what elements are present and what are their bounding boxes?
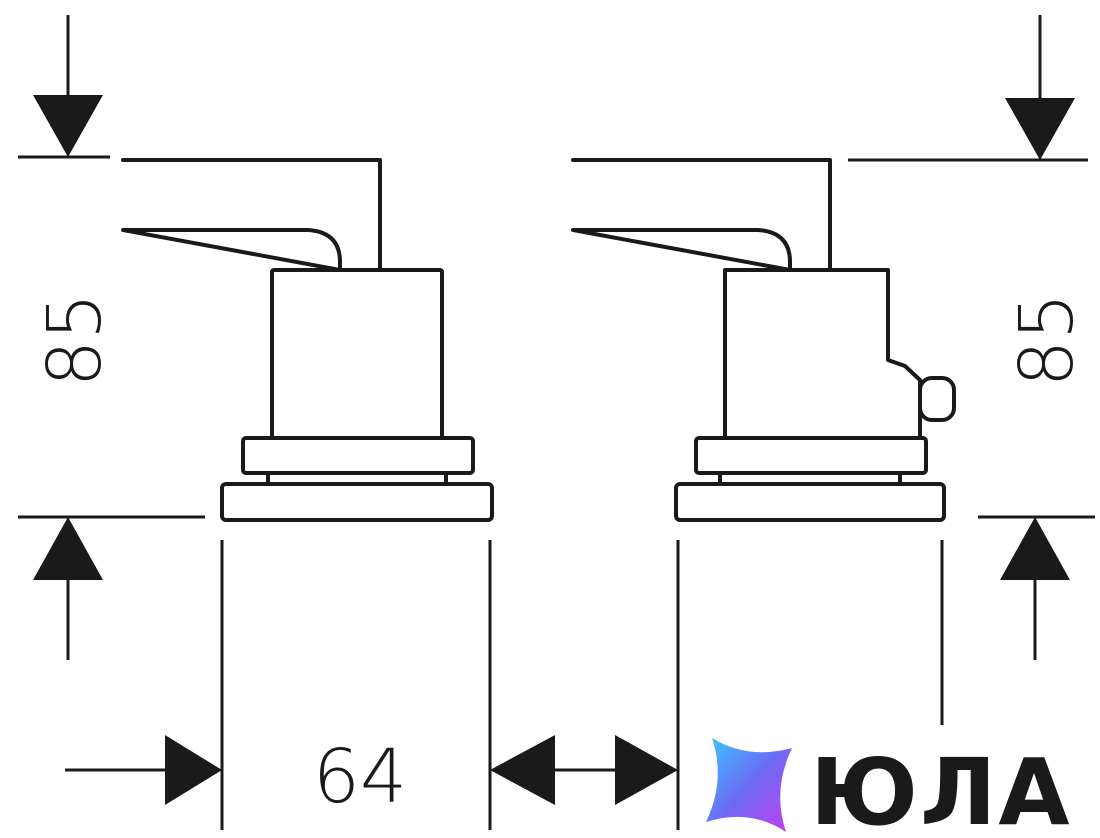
gap-left-arrow-icon xyxy=(490,735,555,805)
right-height-dimension: 85 xyxy=(848,15,1095,660)
left-bottom-arrow-icon xyxy=(33,517,103,580)
left-lever xyxy=(121,158,382,272)
outer-arrow-icon xyxy=(165,735,222,805)
base-width-label: 64 xyxy=(313,734,407,820)
left-height-label: 85 xyxy=(32,293,118,387)
left-top-arrow-icon xyxy=(33,95,103,157)
right-bottom-arrow-icon xyxy=(1000,517,1070,580)
gap-right-arrow-icon xyxy=(615,735,678,805)
right-body xyxy=(723,268,922,440)
brand-watermark: ЮЛА xyxy=(706,738,1072,838)
right-height-label: 85 xyxy=(1004,293,1090,387)
right-collar xyxy=(694,436,928,475)
left-handle xyxy=(121,158,494,522)
right-side-knob xyxy=(918,376,956,422)
left-collar xyxy=(241,436,475,475)
right-top-arrow-icon xyxy=(1005,98,1075,160)
left-body xyxy=(270,268,444,440)
width-dimension: 64 xyxy=(65,540,944,830)
left-base-plate xyxy=(220,482,494,522)
right-lever xyxy=(571,158,832,272)
right-base-plate xyxy=(674,482,946,522)
brand-star-logo-icon xyxy=(706,738,792,832)
brand-text: ЮЛА xyxy=(810,739,1072,838)
left-height-dimension: 85 xyxy=(18,15,205,660)
right-handle xyxy=(571,158,956,522)
